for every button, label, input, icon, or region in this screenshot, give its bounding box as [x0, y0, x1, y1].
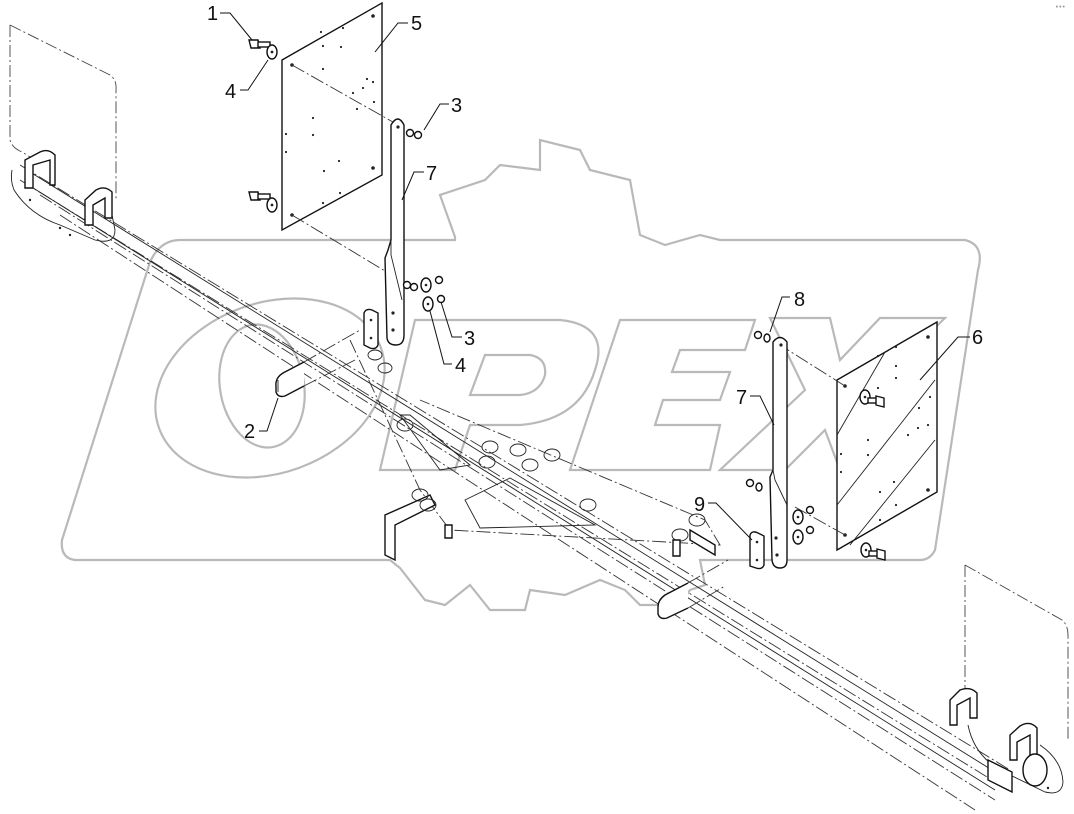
leader-lines [220, 12, 970, 541]
plate-5-holes [284, 26, 376, 205]
callout-labels: 1 2 3 3 4 4 5 6 7 7 8 9 [207, 3, 983, 516]
callout-4a: 4 [225, 81, 236, 103]
callout-4b: 4 [455, 355, 466, 377]
watermark-letter-e [568, 318, 757, 472]
part-2-u-bolt-right [657, 559, 729, 620]
part-3-nuts-right [792, 505, 815, 545]
part-2-u-bolt-left [275, 329, 361, 398]
callout-8: 8 [794, 289, 805, 311]
opex-watermark [60, 138, 981, 612]
right-ghost-plate [949, 564, 1069, 794]
plate-6-holes [839, 345, 932, 522]
center-frame [349, 339, 721, 562]
callout-1: 1 [207, 3, 218, 25]
watermark-letter-o-outer [154, 297, 386, 479]
part-6-warning-plate [779, 320, 938, 552]
callout-2: 2 [244, 421, 255, 443]
part-9-clamp-plate-right [749, 531, 765, 570]
part-4-washers-left-lower [420, 277, 434, 312]
corner-mark: ••• [1055, 4, 1066, 11]
part-8-lock-washers [745, 330, 771, 492]
callout-3b: 3 [464, 328, 475, 350]
main-beam [19, 164, 1011, 811]
callout-3a: 3 [451, 95, 462, 117]
part-3-nuts-left [402, 128, 446, 304]
watermark-gear [60, 138, 981, 612]
callout-6: 6 [972, 327, 983, 349]
callout-9: 9 [694, 494, 705, 516]
part-7-right-arm [769, 336, 788, 569]
left-ghost-plate [9, 24, 117, 242]
part-9-clamp-plate-left [363, 308, 379, 350]
part-7-left-arm [384, 118, 405, 346]
callout-5: 5 [411, 13, 422, 35]
callout-7b: 7 [736, 387, 747, 409]
part-5-mounting-plate [281, 1, 401, 281]
part-1-bolts [248, 39, 271, 201]
callout-7a: 7 [426, 163, 437, 185]
part-1-bolts-right [859, 389, 886, 561]
part-4-washers [266, 44, 278, 213]
watermark-letter-p [378, 318, 600, 472]
